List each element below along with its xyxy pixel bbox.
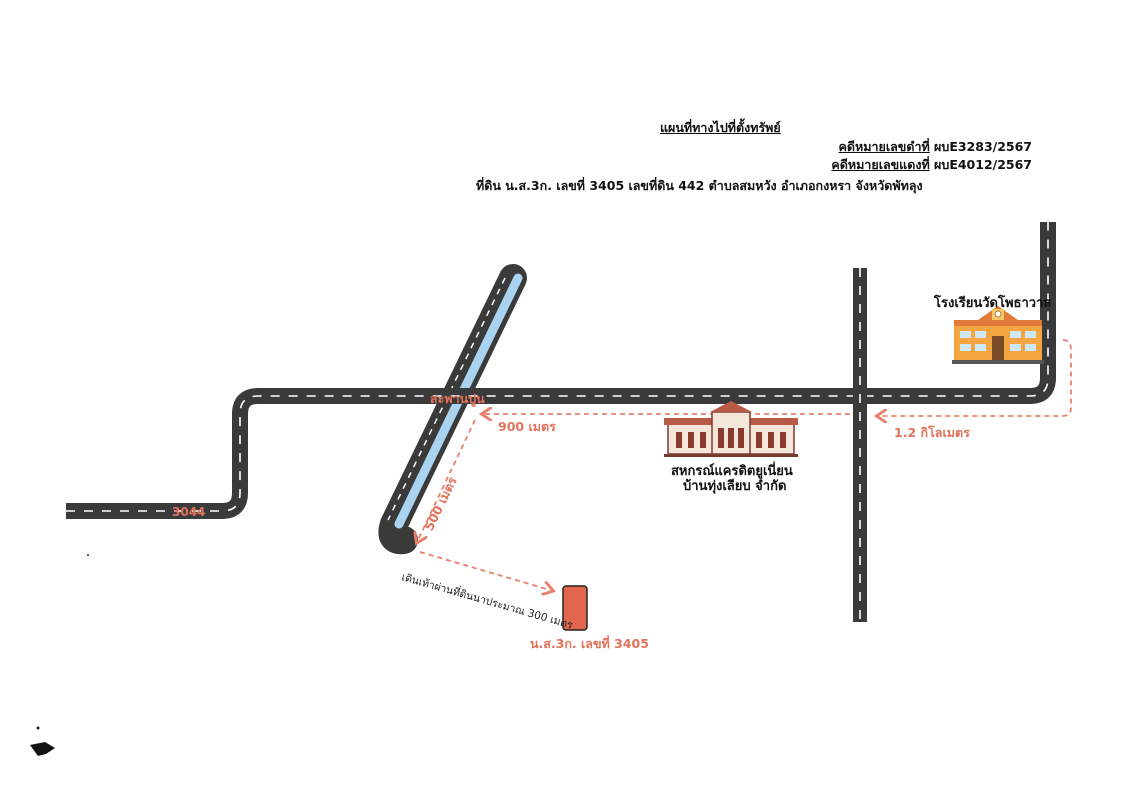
school-icon bbox=[952, 306, 1044, 364]
road-number-label: 3044 bbox=[172, 505, 206, 519]
plot-label: น.ส.3ก. เลขที่ 3405 bbox=[530, 636, 649, 651]
map-title: แผนที่ทางไปที่ตั้งทรัพย์ bbox=[660, 120, 781, 135]
coop-label-line2: บ้านทุ่งเลียบ จำกัด bbox=[683, 479, 787, 494]
distance-900m-label: 900 เมตร bbox=[498, 419, 556, 434]
bridge-label: สะพานปูน bbox=[430, 391, 485, 406]
black-case-value: ผบE3283/2567 bbox=[929, 139, 1032, 154]
main-road bbox=[66, 222, 1056, 519]
route-arrows bbox=[418, 339, 1072, 590]
scan-speck bbox=[87, 554, 89, 556]
red-case-label: คดีหมายเลขแดงที่ bbox=[831, 157, 930, 172]
coop-label-line1: สหกรณ์แครดิตยูเนี่ยน bbox=[671, 464, 793, 479]
distance-1-2km-label: 1.2 กิโลเมตร bbox=[894, 425, 970, 440]
land-description: ที่ดิน น.ส.3ก. เลขที่ 3405 เลขที่ดิน 442… bbox=[476, 178, 923, 193]
school-label: โรงเรียนวัดโพธาวาส bbox=[934, 296, 1052, 311]
route-segment-500m bbox=[418, 419, 476, 540]
scan-mark bbox=[30, 742, 55, 756]
black-case-label: คดีหมายเลขดำที่ bbox=[838, 139, 930, 154]
cooperative-building-icon bbox=[664, 401, 798, 457]
red-case-value: ผบE4012/2567 bbox=[929, 157, 1032, 172]
black-case-number: คดีหมายเลขดำที่ ผบE3283/2567 bbox=[839, 137, 1032, 157]
route-segment-walk bbox=[419, 551, 550, 590]
red-case-number: คดีหมายเลขแดงที่ ผบE4012/2567 bbox=[831, 155, 1032, 175]
land-plot-marker bbox=[562, 585, 588, 631]
route-segment-1-2km bbox=[880, 339, 1072, 416]
scan-speck bbox=[36, 726, 40, 730]
